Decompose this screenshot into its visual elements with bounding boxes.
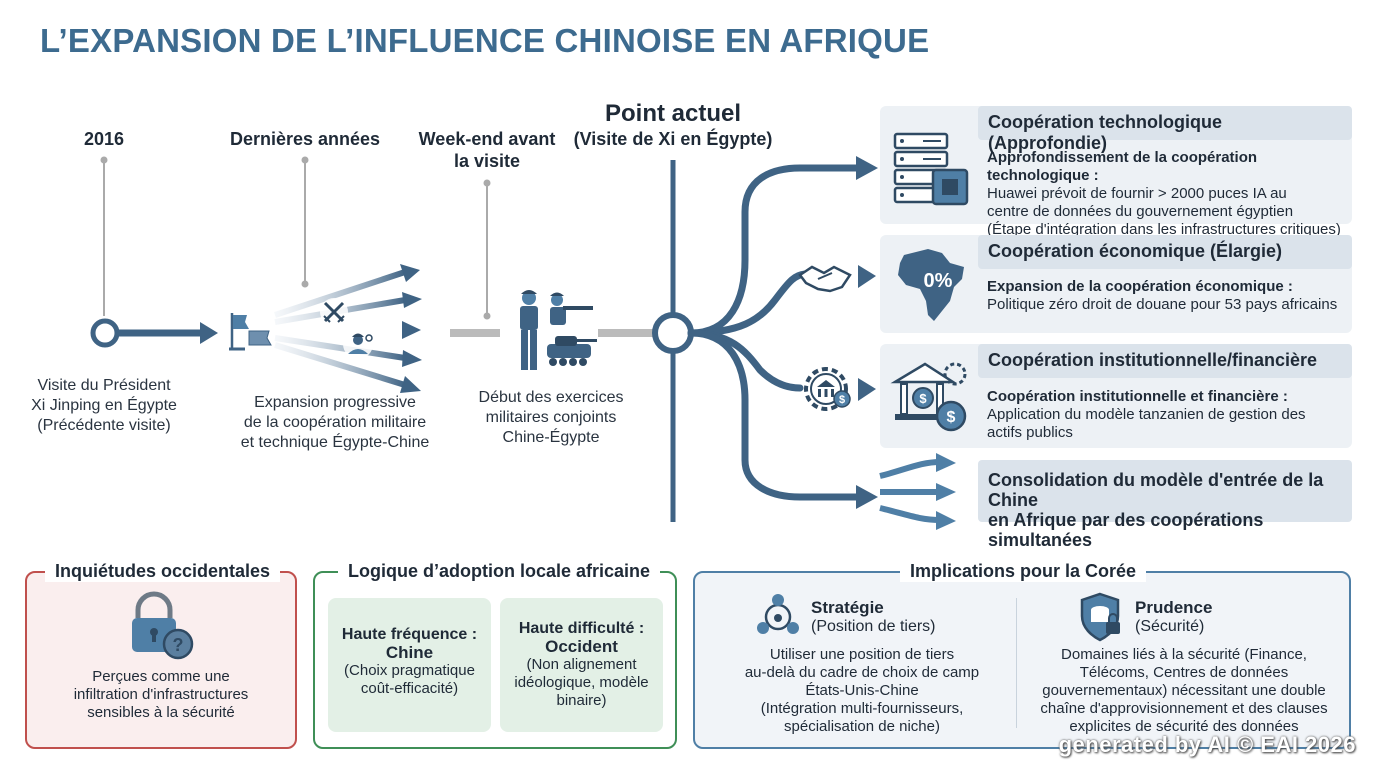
flag-icon bbox=[229, 313, 272, 351]
zero-tariff-badge: 0% bbox=[924, 270, 953, 292]
card-institutional-head: Coopération institutionnelle/financière bbox=[978, 344, 1352, 378]
technician-icon bbox=[343, 329, 373, 359]
bank-coins-icon: $ $ bbox=[890, 362, 967, 432]
africa-map-icon: 0% bbox=[898, 249, 964, 321]
western-concerns-title: Inquiétudes occidentales bbox=[45, 561, 281, 582]
svg-text:$: $ bbox=[919, 391, 927, 406]
handshake-icon bbox=[798, 265, 852, 293]
card-tech-head: Coopération technologique (Approfondie) bbox=[978, 106, 1352, 153]
korea-divider bbox=[1016, 598, 1017, 728]
gear-bank-icon: $ bbox=[804, 367, 851, 411]
current-point-label: Point actuel (Visite de Xi en Égypte) bbox=[573, 100, 773, 149]
flow-arrows bbox=[879, 459, 941, 523]
card-tech-body: Approfondissement de la coopération tech… bbox=[987, 149, 1341, 238]
svg-text:$: $ bbox=[947, 409, 956, 426]
korea-implications-title: Implications pour la Corée bbox=[900, 561, 1147, 582]
local-china-card bbox=[328, 598, 491, 732]
page-title: L’EXPANSION DE L’INFLUENCE CHINOISE EN A… bbox=[40, 22, 930, 59]
fan-arrows bbox=[274, 264, 422, 393]
local-west-text: Haute difficulté : Occident (Non alignem… bbox=[514, 620, 649, 709]
card-consolidation: Consolidation du modèle d'entrée de la C… bbox=[978, 460, 1352, 550]
timeline-label-2016: 2016 bbox=[83, 129, 125, 149]
prudence-head: Prudence (Sécurité) bbox=[1135, 598, 1213, 635]
branch-lines bbox=[687, 164, 864, 501]
korea-implications-box bbox=[693, 571, 1351, 749]
server-chip-icon bbox=[893, 132, 969, 206]
card-economic-body: Expansion de la coopération économique :… bbox=[987, 278, 1338, 313]
strategy-people-icon bbox=[757, 594, 799, 634]
shield-lock-icon bbox=[1080, 592, 1120, 642]
local-adoption-title: Logique d’adoption locale africaine bbox=[338, 561, 661, 582]
local-china-text: Haute fréquence : Chine (Choix pragmatiq… bbox=[341, 626, 478, 697]
svg-text:$: $ bbox=[839, 394, 845, 406]
timeline-node-2016 bbox=[90, 318, 120, 348]
svg-text:?: ? bbox=[173, 635, 184, 655]
crossed-swords-icon bbox=[320, 298, 348, 326]
prudence-text: Domaines liés à la sécurité (Finance,Tél… bbox=[1040, 646, 1328, 735]
timeline-label-recent: Dernières années bbox=[229, 129, 381, 149]
card-economic-head: Coopération économique (Élargie) bbox=[978, 235, 1352, 269]
card-institutional-body: Coopération institutionnelle et financiè… bbox=[987, 388, 1306, 441]
western-concerns-box bbox=[25, 571, 297, 749]
lock-question-icon: ? bbox=[132, 591, 194, 660]
current-point-node bbox=[652, 312, 694, 354]
local-west-card bbox=[500, 598, 663, 732]
soldiers-tank-icon bbox=[520, 290, 597, 370]
watermark: generated by AI © EAI 2026 bbox=[1058, 732, 1356, 757]
strategy-head: Stratégie (Position de tiers) bbox=[811, 598, 936, 635]
